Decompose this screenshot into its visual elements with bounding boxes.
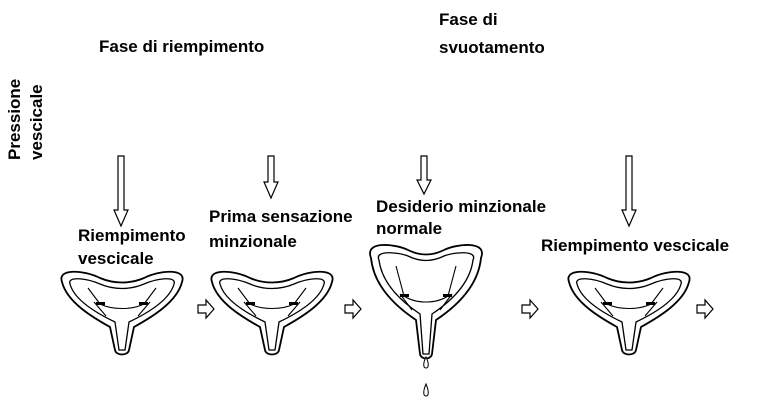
phase-emptying-label-line2: svuotamento [439,38,545,57]
axis-label-line1: Pressione [5,79,24,160]
stage-1-label-line1: Riempimento [78,226,186,245]
flow-arrow-2 [344,298,362,320]
flow-arrow-3 [521,298,539,320]
stage-2-label-line2: minzionale [209,232,297,251]
pressure-arrow-4 [621,155,637,228]
flow-arrow-1 [197,298,215,320]
bladder-stage-3 [369,244,483,360]
urine-drops [423,355,429,397]
axis-label-pressure: Pressione vescicale [5,79,46,160]
flow-arrow-4 [696,298,714,320]
axis-label-line2: vescicale [27,84,46,160]
bladder-stage-4 [567,270,691,356]
stage-4-label-line1: Riempimento vescicale [541,236,729,255]
stage-3-label-line2: normale [376,219,442,238]
stage-2-label-line1: Prima sensazione [209,207,353,226]
pressure-arrow-2 [263,155,279,200]
bladder-stage-2 [210,270,334,356]
phase-filling-label: Fase di riempimento [99,37,264,56]
bladder-stage-1 [60,270,184,356]
phase-emptying-label-line1: Fase di [439,10,498,29]
stage-3-label-line1: Desiderio minzionale [376,197,546,216]
pressure-arrow-1 [113,155,129,228]
pressure-arrow-3 [416,155,432,196]
stage-1-label-line2: vescicale [78,249,154,268]
